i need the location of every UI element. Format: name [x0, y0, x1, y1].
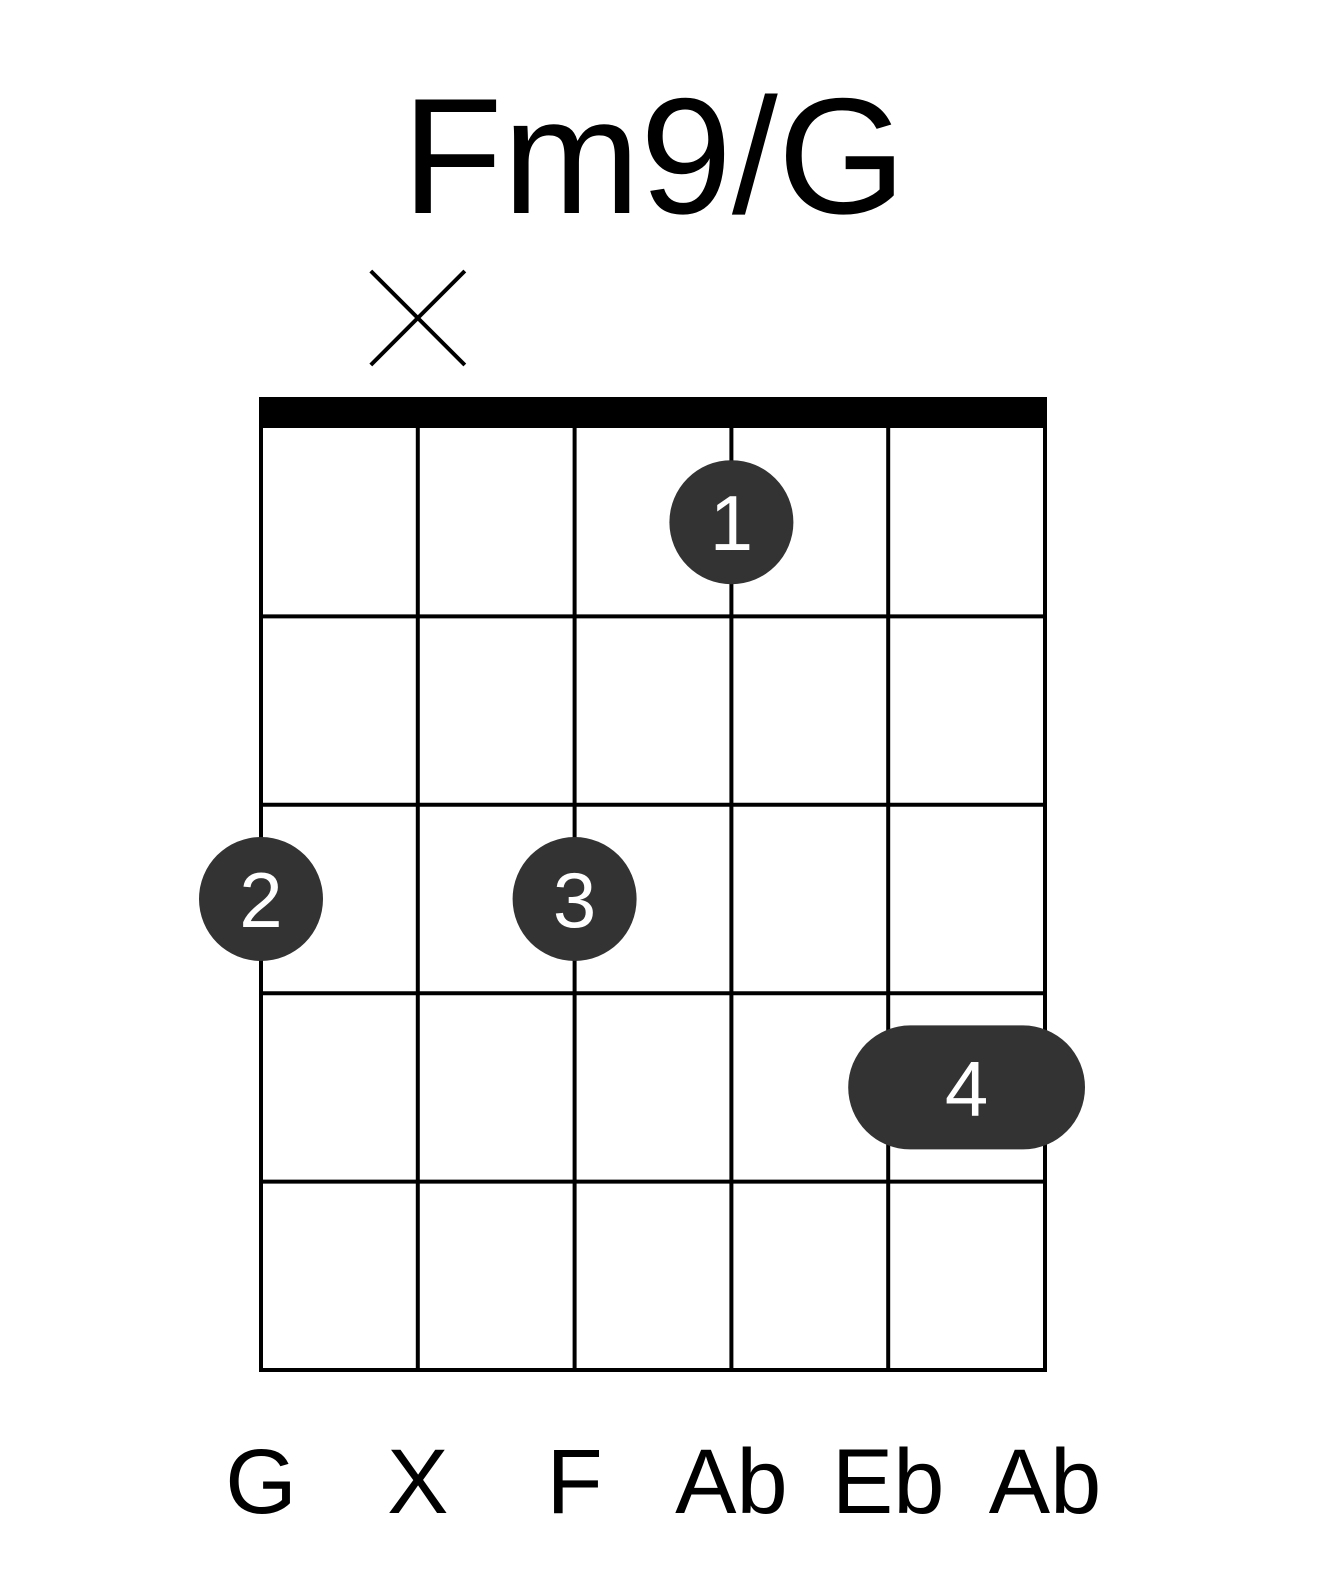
string-note-label-4: Ab	[675, 1431, 788, 1533]
string-note-label-5: Eb	[832, 1431, 945, 1533]
finger-positions: 1 2 3 4	[199, 460, 1085, 1150]
finger-dot-3: 3	[512, 837, 637, 961]
finger-dot-shape	[199, 837, 323, 961]
muted-string-marker-2	[369, 269, 467, 367]
string-note-label-6: Ab	[989, 1431, 1102, 1533]
string-note-label-2: X	[387, 1431, 448, 1533]
finger-label: 1	[710, 479, 753, 567]
finger-label: 3	[553, 856, 596, 944]
finger-dot-4: 4	[848, 1025, 1085, 1150]
finger-barre-shape	[848, 1025, 1085, 1150]
finger-dot-shape	[512, 837, 637, 961]
finger-dot-shape	[669, 460, 794, 585]
string-markers	[369, 269, 467, 367]
finger-dot-1: 1	[669, 460, 794, 585]
string-note-label-1: G	[225, 1431, 297, 1533]
finger-label: 2	[239, 856, 282, 944]
muted-x-stroke-b	[369, 269, 467, 367]
fretboard-grid	[259, 397, 1047, 1372]
string-note-label-3: F	[546, 1431, 602, 1533]
chord-name: Fm9/G	[402, 64, 906, 248]
finger-label: 4	[945, 1044, 988, 1132]
finger-dot-2: 2	[199, 837, 323, 961]
nut	[259, 397, 1047, 428]
